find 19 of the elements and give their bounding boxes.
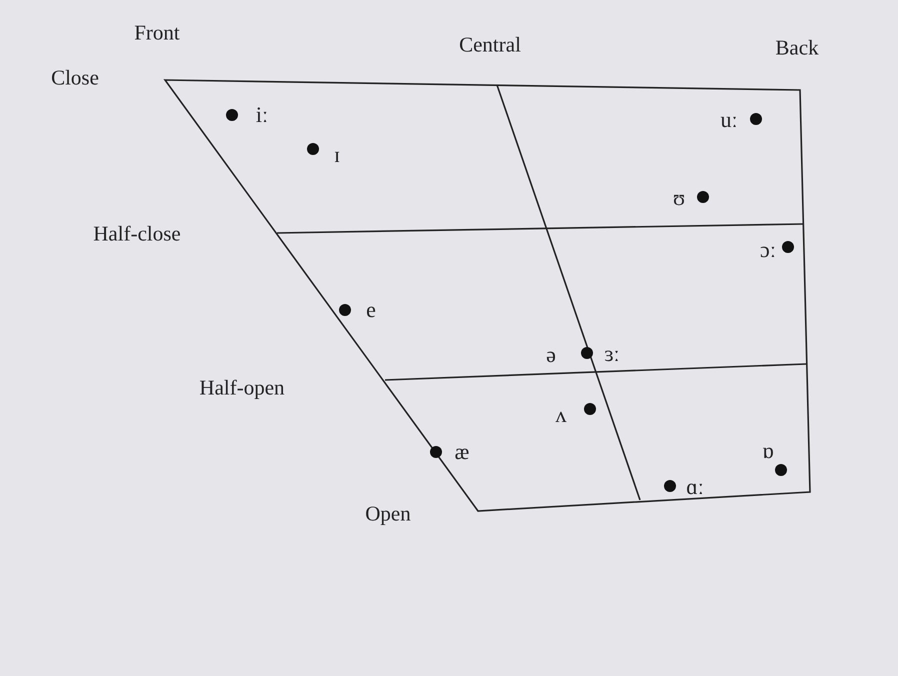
vowel-symbol: ɔː — [760, 239, 776, 261]
vowel-symbol: æ — [454, 441, 470, 463]
vowel-symbol: uː — [720, 109, 738, 131]
axis-label: Half-close — [93, 224, 181, 244]
vowel-symbol: ʌ — [556, 404, 566, 426]
axis-label: Front — [134, 22, 180, 44]
vowel-symbol: ʊ — [672, 187, 686, 209]
vowel-symbol: ɑː — [686, 476, 704, 498]
vowel-symbol: iː — [256, 104, 268, 126]
vowel-symbol: ɪ — [334, 144, 340, 166]
axis-label: Close — [51, 68, 99, 88]
vowel-symbol: e — [366, 299, 376, 321]
axis-label: Back — [775, 38, 819, 58]
axis-label: Half-open — [199, 378, 285, 398]
vowel-symbol: ə — [546, 344, 556, 366]
axis-label: Central — [459, 34, 521, 56]
axis-label: Open — [365, 504, 411, 524]
vowel-symbol: ɜː — [604, 343, 620, 365]
vowel-symbol: ɒ — [762, 440, 774, 462]
